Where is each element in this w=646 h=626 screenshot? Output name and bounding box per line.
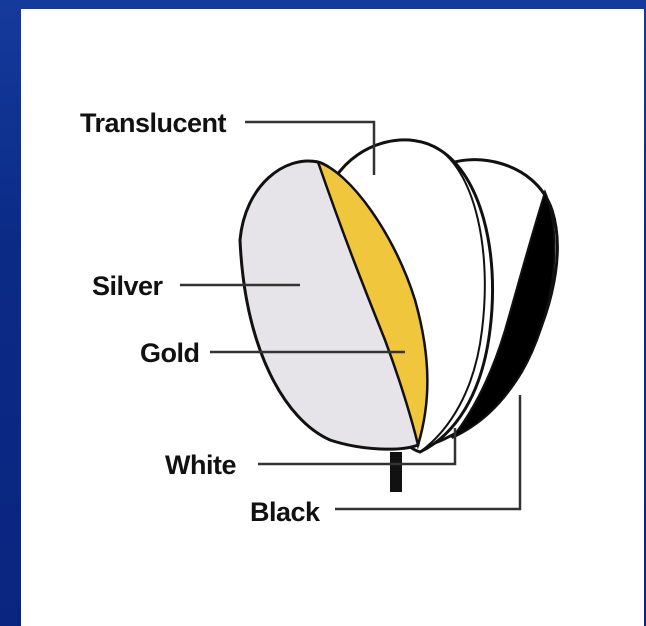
stem [390,452,402,492]
label-black: Black [250,497,321,527]
label-silver: Silver [92,271,164,301]
label-translucent: Translucent [80,108,227,138]
label-gold: Gold [140,338,200,368]
label-white: White [165,450,236,480]
